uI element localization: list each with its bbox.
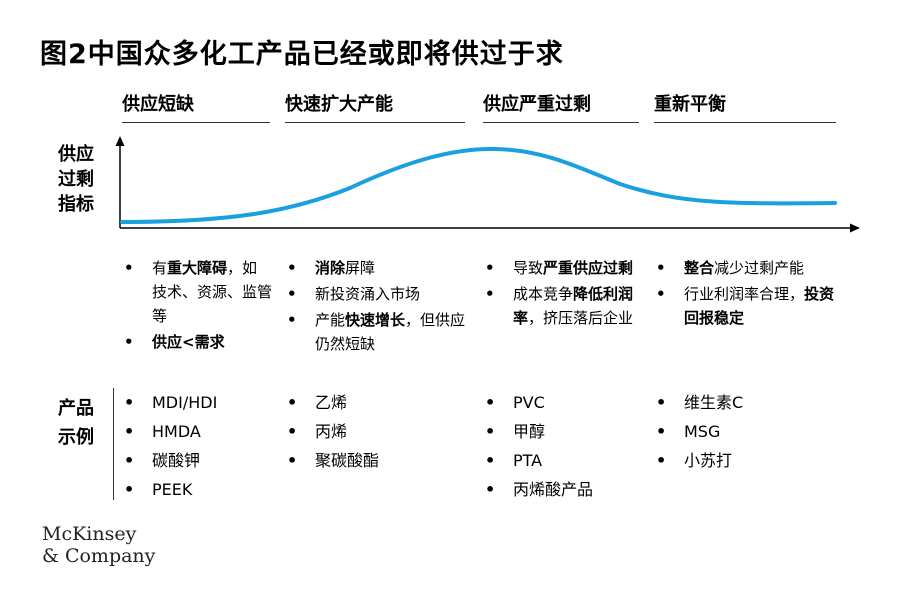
product-item: 维生素C <box>654 388 836 417</box>
description-text: 行业利润率合理， <box>684 285 805 303</box>
y-axis-label: 供应 过剩 指标 <box>58 144 94 215</box>
description-text: ，如技术、资源、监管等 <box>152 259 273 325</box>
description-text: 导致 <box>513 259 544 277</box>
page-title: 图2中国众多化工产品已经或即将供过于求 <box>40 39 564 70</box>
phase-description-expansion: 消除屏障新投资涌入市场产能快速增长，但供应仍然短缺 <box>285 256 470 358</box>
product-divider <box>113 388 114 500</box>
cycle-diagram <box>115 136 860 233</box>
product-item: 甲醇 <box>483 417 643 446</box>
product-item: MDI/HDI <box>122 388 272 417</box>
description-text: 新投资涌入市场 <box>315 285 421 303</box>
description-item: 成本竞争降低利润率，挤压落后企业 <box>483 282 643 330</box>
description-text: 屏障 <box>345 259 376 277</box>
phase-header-rebalance: 重新平衡 <box>654 90 836 123</box>
x-axis-arrow-icon <box>850 223 860 233</box>
description-text: 成本竞争 <box>513 285 574 303</box>
emphasis-text: 消除 <box>315 259 346 277</box>
emphasis-text: 降低利润率 <box>513 285 634 327</box>
product-list-shortage: MDI/HDIHMDA碳酸钾PEEK <box>122 388 272 504</box>
product-list-rebalance: 维生素CMSG小苏打 <box>654 388 836 475</box>
supply-curve <box>120 146 837 224</box>
product-list-expansion: 乙烯丙烯聚碳酸酯 <box>285 388 470 475</box>
phase-description-shortage: 有重大障碍，如技术、资源、监管等供应<需求 <box>122 256 272 356</box>
phase-header-expansion: 快速扩大产能 <box>285 90 465 123</box>
product-item: MSG <box>654 417 836 446</box>
product-item: 聚碳酸酯 <box>285 446 470 475</box>
emphasis-text: 严重供应过剩 <box>543 259 634 277</box>
product-item: 乙烯 <box>285 388 470 417</box>
product-examples-label: 产品 示例 <box>58 398 94 448</box>
phase-header-oversupply: 供应严重过剩 <box>483 90 639 123</box>
emphasis-text: 快速增长 <box>345 311 406 329</box>
product-list-oversupply: PVC甲醇PTA丙烯酸产品 <box>483 388 643 504</box>
emphasis-text: 供应<需求 <box>152 333 225 351</box>
phase-description-rebalance: 整合减少过剩产能行业利润率合理，投资回报稳定 <box>654 256 836 332</box>
phase-header-shortage: 供应短缺 <box>122 90 270 123</box>
description-text: ，挤压落后企业 <box>528 309 634 327</box>
description-text: 产能 <box>315 311 346 329</box>
product-item: PVC <box>483 388 643 417</box>
description-item: 整合减少过剩产能 <box>654 256 836 280</box>
description-item: 有重大障碍，如技术、资源、监管等 <box>122 256 272 328</box>
description-item: 消除屏障 <box>285 256 470 280</box>
product-item: PEEK <box>122 475 272 504</box>
mckinsey-logo: McKinsey & Company <box>42 523 156 567</box>
description-item: 行业利润率合理，投资回报稳定 <box>654 282 836 330</box>
description-item: 导致严重供应过剩 <box>483 256 643 280</box>
product-item: 丙烯酸产品 <box>483 475 643 504</box>
description-item: 新投资涌入市场 <box>285 282 470 306</box>
product-item: 小苏打 <box>654 446 836 475</box>
product-item: 碳酸钾 <box>122 446 272 475</box>
y-axis-arrow-icon <box>115 136 125 146</box>
description-text: 有 <box>152 259 168 277</box>
description-item: 供应<需求 <box>122 330 272 354</box>
product-item: HMDA <box>122 417 272 446</box>
description-item: 产能快速增长，但供应仍然短缺 <box>285 308 470 356</box>
product-item: PTA <box>483 446 643 475</box>
description-text: 减少过剩产能 <box>714 259 805 277</box>
product-item: 丙烯 <box>285 417 470 446</box>
emphasis-text: 投资回报稳定 <box>684 285 835 327</box>
emphasis-text: 重大障碍 <box>167 259 228 277</box>
emphasis-text: 整合 <box>684 259 715 277</box>
description-text: ，但供应仍然短缺 <box>315 311 466 353</box>
phase-description-oversupply: 导致严重供应过剩成本竞争降低利润率，挤压落后企业 <box>483 256 643 332</box>
